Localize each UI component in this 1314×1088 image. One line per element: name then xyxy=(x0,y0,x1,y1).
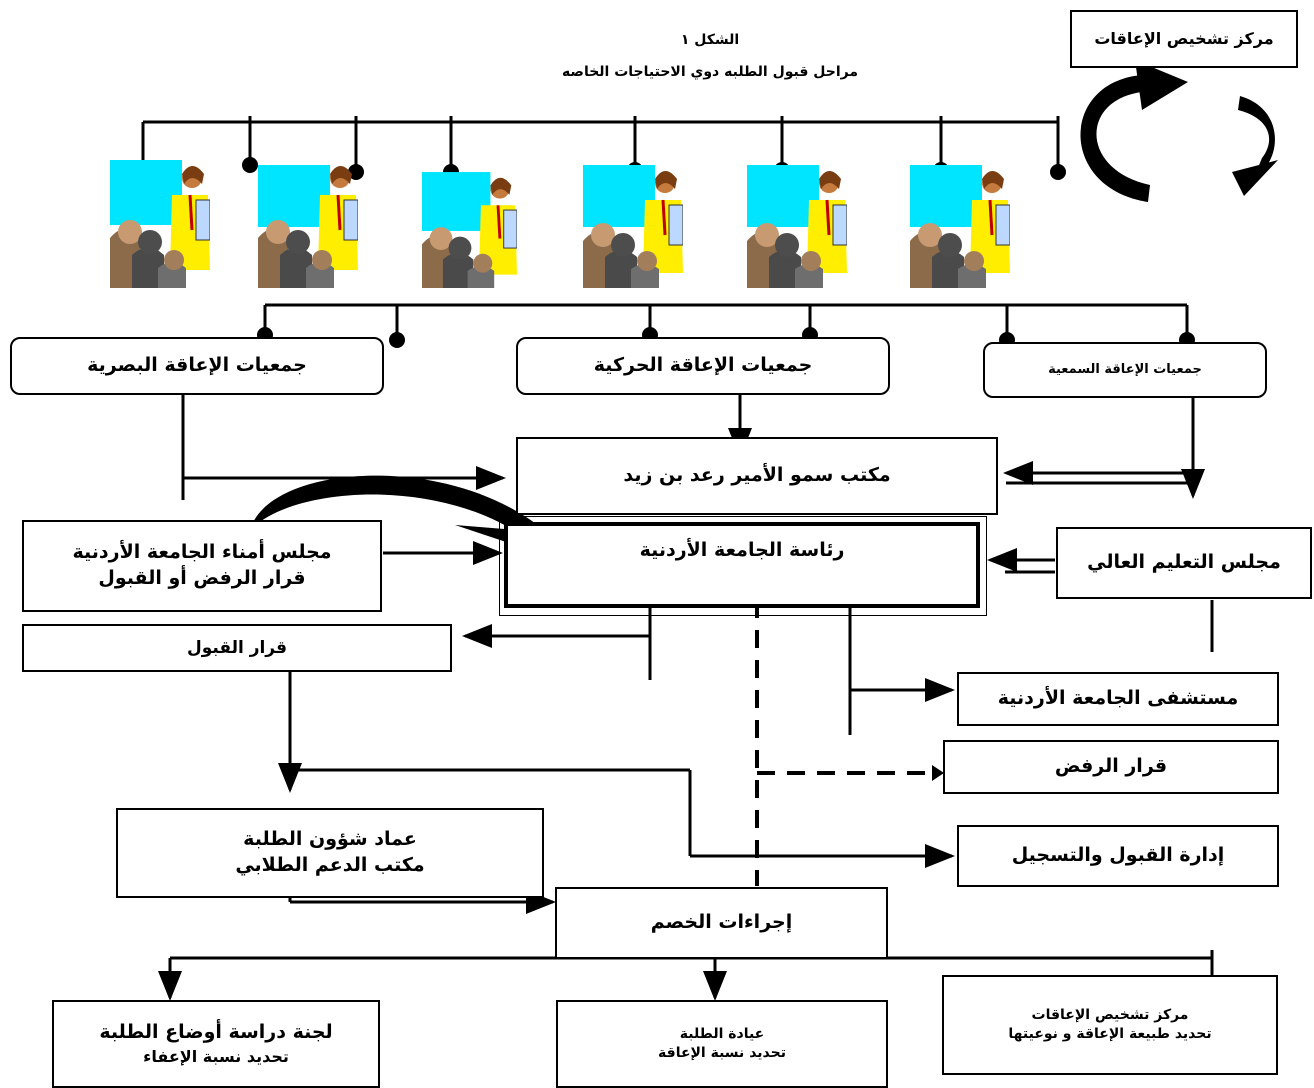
figure-title: مراحل قبول الطلبه دوي الاحتياجات الخاصه xyxy=(561,64,859,80)
figure-label: الشكل ١ xyxy=(680,32,740,48)
presidency-box: رئاسة الجامعة الأردنية xyxy=(504,522,980,608)
rejection-decision-label: قرار الرفض xyxy=(1054,755,1168,778)
higher-ed-council-label: مجلس التعليم العالي xyxy=(1087,551,1281,574)
meeting-illustration-4 xyxy=(583,165,684,288)
presenter-icon xyxy=(910,165,1011,288)
discount-procedures-box: إجراءات الخصم xyxy=(555,887,888,959)
hearing-assoc-box: جمعيات الإعاقة السمعية xyxy=(983,342,1267,398)
higher-ed-council-box: مجلس التعليم العالي xyxy=(1056,527,1312,599)
screen xyxy=(258,165,330,227)
meeting-illustration-6 xyxy=(910,165,1011,288)
presenter-icon xyxy=(583,165,684,288)
student-affairs-line1: عماد شؤون الطلبة xyxy=(243,828,417,851)
motor-assoc-label: جمعيات الإعاقة الحركية xyxy=(593,354,813,377)
rejection-decision-box: قرار الرفض xyxy=(943,740,1279,794)
hearing-assoc-label: جمعيات الإعاقة السمعية xyxy=(1048,362,1202,378)
visual-assoc-box: جمعيات الإعاقة البصرية xyxy=(10,337,384,395)
admission-registration-label: إدارة القبول والتسجيل xyxy=(1011,844,1225,867)
admission-registration-box: إدارة القبول والتسجيل xyxy=(957,825,1279,887)
board-trustees-box: مجلس أمناء الجامعة الأردنية قرار الرفض أ… xyxy=(22,520,382,612)
diagnosis-center-bottom-line2: تحديد طبيعة الإعاقة و نوعيتها xyxy=(1008,1026,1212,1042)
meeting-illustration-2 xyxy=(258,160,359,288)
diagnosis-center-top-label: مركز تشخيص الإعاقات xyxy=(1094,29,1274,49)
discount-procedures-label: إجراءات الخصم xyxy=(650,911,793,934)
hospital-label: مستشفى الجامعة الأردنية xyxy=(997,687,1239,710)
visual-assoc-label: جمعيات الإعاقة البصرية xyxy=(87,354,307,377)
presenter-icon xyxy=(747,165,848,288)
student-committee-line1: لجنة دراسة أوضاع الطلبة xyxy=(99,1021,333,1044)
board-trustees-line1: مجلس أمناء الجامعة الأردنية xyxy=(72,541,332,564)
student-clinic-box: عيادة الطلبة تحديد نسبة الإعاقة xyxy=(556,1000,888,1088)
hospital-box: مستشفى الجامعة الأردنية xyxy=(957,672,1279,726)
presenter-icon xyxy=(422,172,518,288)
diagnosis-center-bottom-box: مركز تشخيص الإعاقات تحديد طبيعة الإعاقة … xyxy=(942,975,1278,1075)
presenter-icon xyxy=(110,160,211,288)
prince-office-box: مكتب سمو الأمير رعد بن زيد xyxy=(516,437,998,515)
board-trustees-line2: قرار الرفض أو القبول xyxy=(98,567,306,589)
screen xyxy=(110,160,182,225)
acceptance-decision-label: قرار القبول xyxy=(186,637,288,658)
student-affairs-line2: مكتب الدعم الطلابي xyxy=(235,854,425,876)
meeting-illustration-3 xyxy=(422,172,518,288)
student-committee-box: لجنة دراسة أوضاع الطلبة تحديد نسبة الإعف… xyxy=(52,1000,380,1088)
meeting-illustration-1 xyxy=(110,160,211,288)
acceptance-decision-box: قرار القبول xyxy=(22,624,452,672)
diagnosis-center-top-box: مركز تشخيص الإعاقات xyxy=(1070,10,1298,68)
meeting-illustration-5 xyxy=(747,165,848,288)
prince-office-label: مكتب سمو الأمير رعد بن زيد xyxy=(623,464,891,487)
presenter-icon xyxy=(258,165,359,288)
motor-assoc-box: جمعيات الإعاقة الحركية xyxy=(516,337,890,395)
diagnosis-center-bottom-line1: مركز تشخيص الإعاقات xyxy=(1031,1007,1189,1024)
student-clinic-line2: تحديد نسبة الإعاقة xyxy=(658,1045,786,1061)
presidency-label: رئاسة الجامعة الأردنية xyxy=(639,539,845,561)
student-affairs-box: عماد شؤون الطلبة مكتب الدعم الطلابي xyxy=(116,808,544,898)
presidency-outer-frame xyxy=(499,516,987,616)
student-clinic-line1: عيادة الطلبة xyxy=(679,1026,765,1043)
student-committee-line2: تحديد نسبة الإعفاء xyxy=(143,1047,289,1067)
